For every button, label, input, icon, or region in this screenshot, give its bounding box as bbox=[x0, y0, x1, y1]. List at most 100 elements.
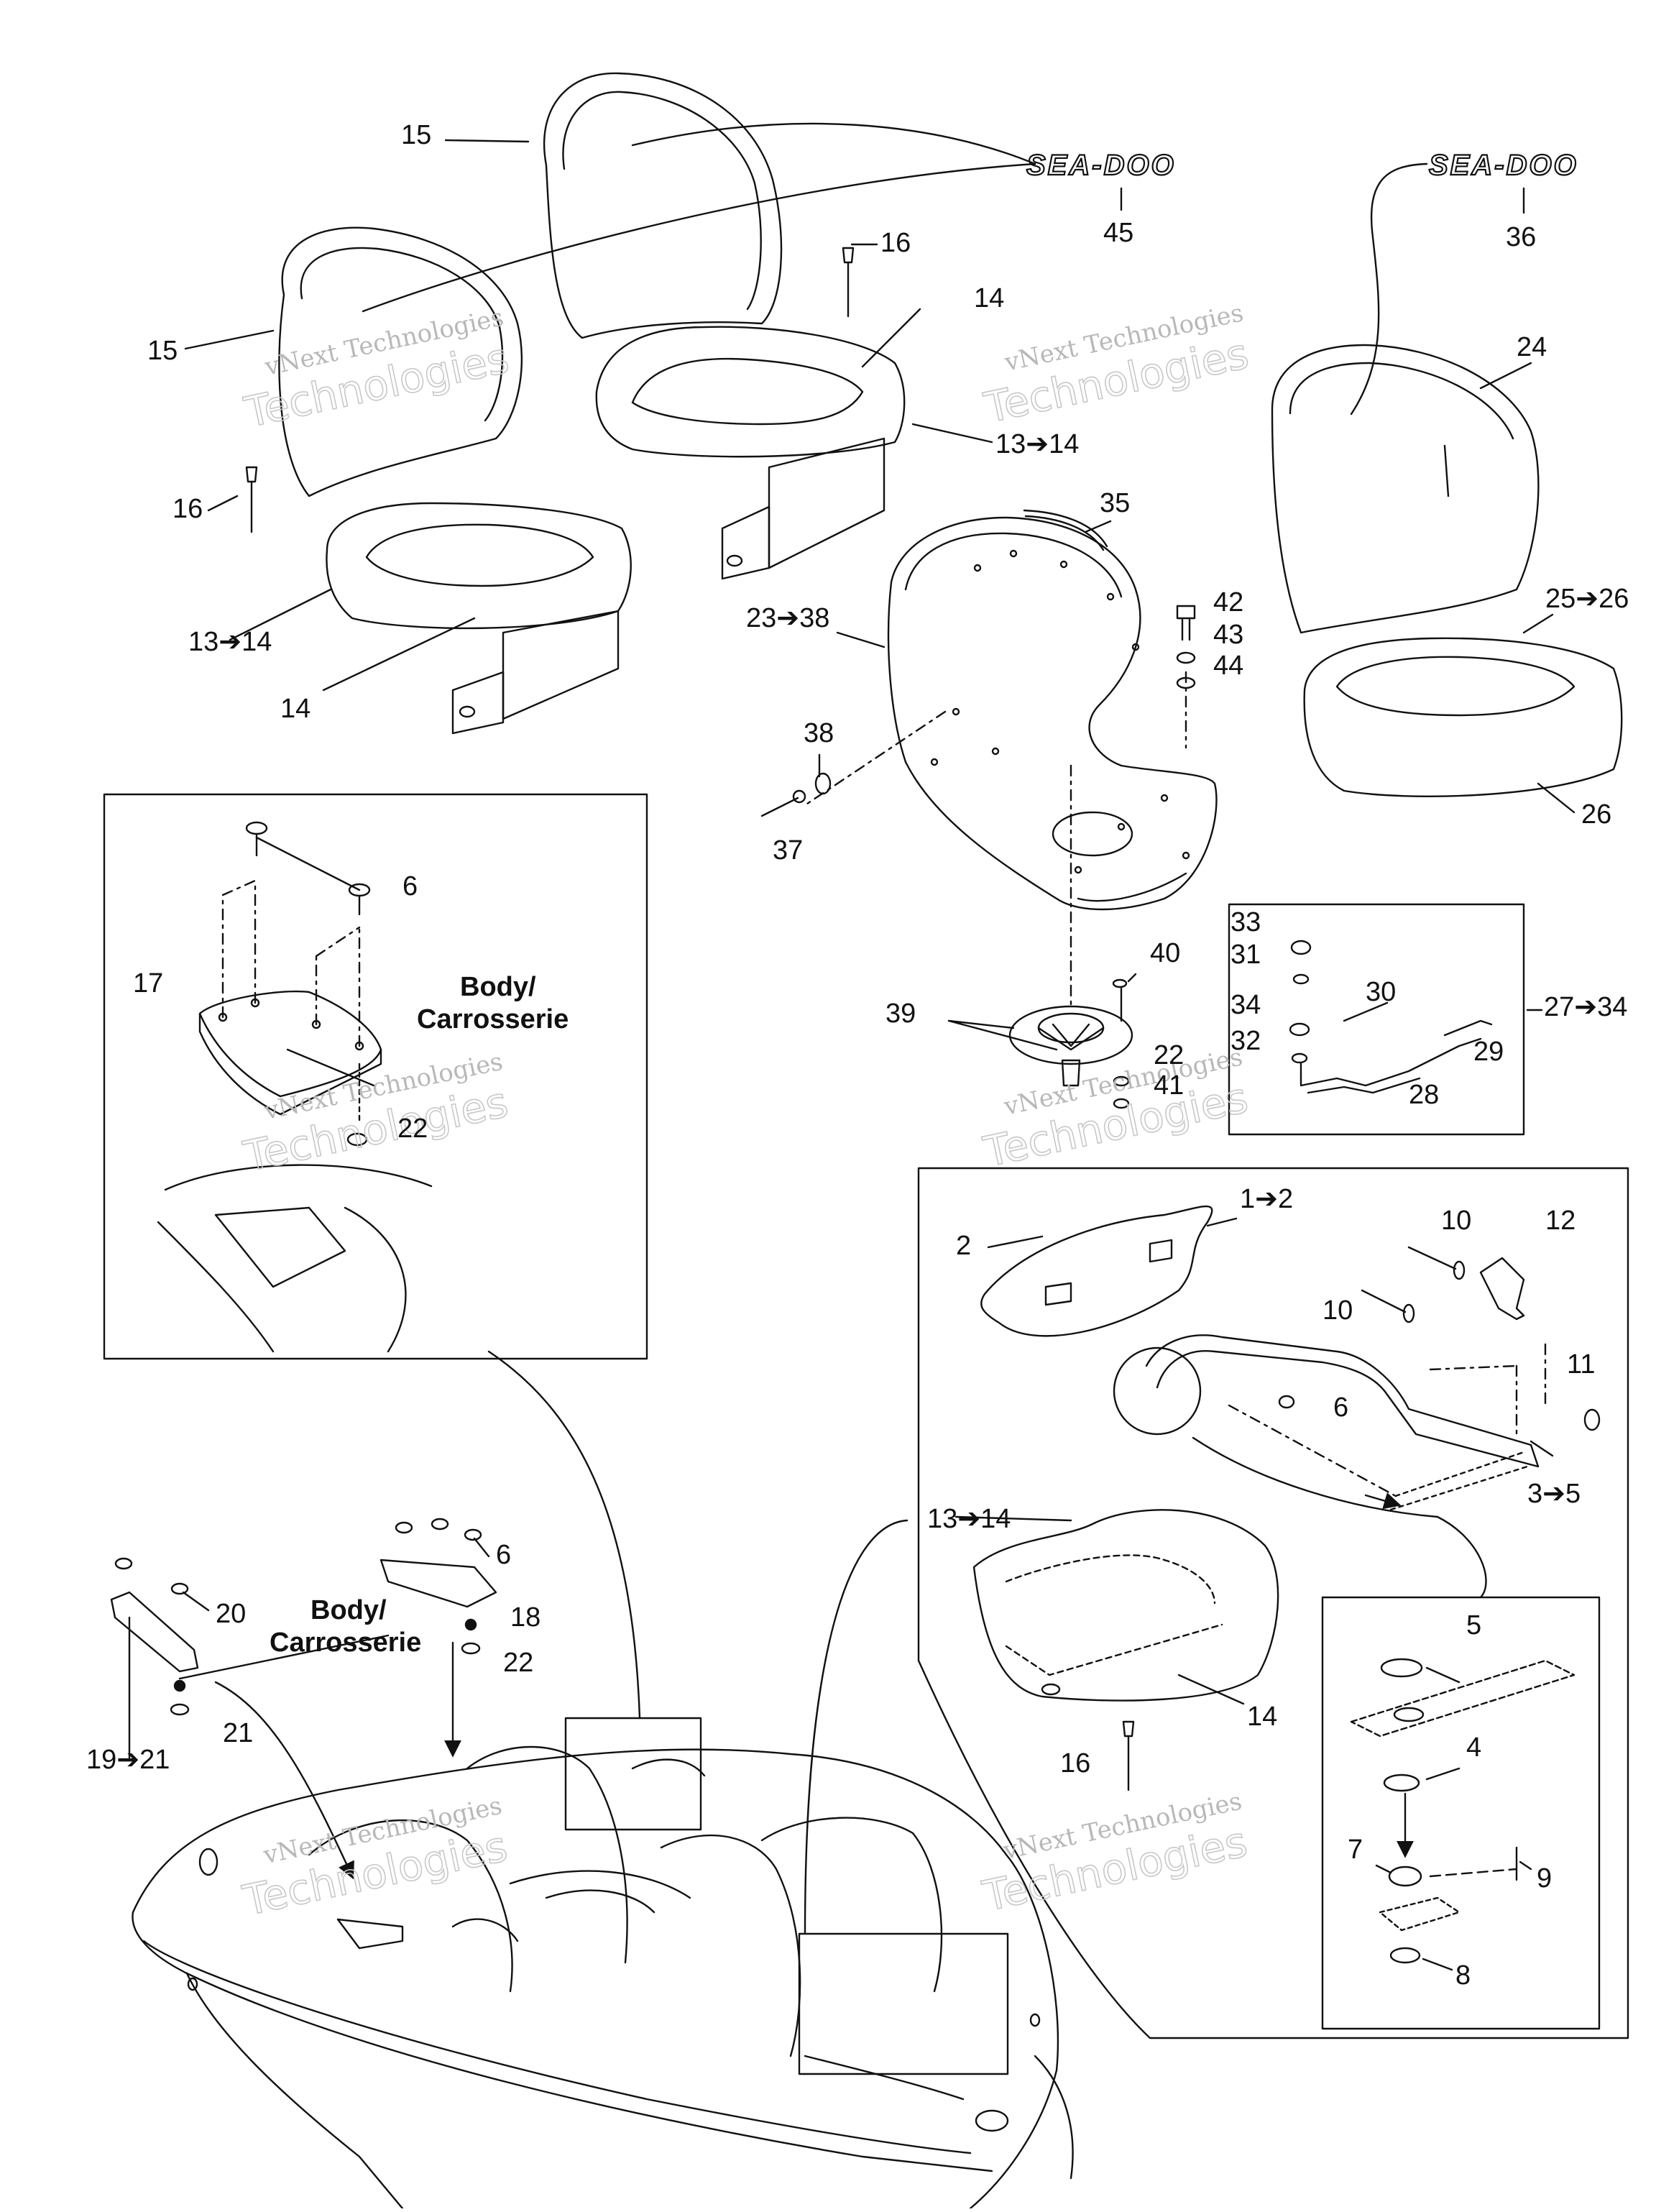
callout-16b: 16 bbox=[172, 494, 203, 524]
swivel-base-39 bbox=[1008, 1005, 1133, 1087]
inset-box-4-9 bbox=[1321, 1596, 1601, 2030]
seadoo-logo-45: SEA-DOO bbox=[1026, 149, 1176, 182]
screw-6-top bbox=[245, 821, 268, 835]
rivet-10-a bbox=[1407, 1246, 1466, 1280]
washer-22-base bbox=[1113, 1075, 1130, 1087]
detail-line-right bbox=[804, 1519, 908, 1935]
washer-43 bbox=[1176, 651, 1196, 664]
leader-body-hull bbox=[178, 1634, 390, 1680]
callout-44: 44 bbox=[1213, 651, 1243, 681]
callout-12: 12 bbox=[1545, 1206, 1576, 1236]
latch-12 bbox=[1479, 1257, 1525, 1321]
nut-19 bbox=[173, 1679, 186, 1692]
callout-22a: 22 bbox=[397, 1114, 428, 1144]
axes-bracket-17 bbox=[221, 879, 361, 1047]
leader-23-38 bbox=[836, 631, 886, 648]
callout-2: 2 bbox=[956, 1231, 971, 1261]
svg-text:SEA-DOO: SEA-DOO bbox=[1026, 150, 1176, 181]
callout-18: 18 bbox=[510, 1602, 540, 1633]
leader-2 bbox=[987, 1235, 1044, 1249]
detail-line-17 bbox=[487, 1350, 641, 1720]
arrow-head-handle bbox=[1364, 1492, 1402, 1510]
callout-24: 24 bbox=[1517, 332, 1547, 362]
callout-6c: 6 bbox=[496, 1540, 511, 1570]
body-label-hull-line2: Carrosserie bbox=[270, 1628, 421, 1658]
seat-shell-23-38 bbox=[887, 516, 1218, 911]
watermark-5: vNext Technologies Technologies bbox=[238, 1791, 512, 1926]
axes-bracket-17b bbox=[221, 879, 361, 958]
callout-45: 45 bbox=[1103, 218, 1133, 248]
callout-14a: 14 bbox=[974, 283, 1004, 313]
callout-31: 31 bbox=[1230, 940, 1261, 970]
axis-7-9 bbox=[1429, 1868, 1518, 1878]
callout-43: 43 bbox=[1213, 620, 1243, 650]
seat-cushion-14-right bbox=[972, 1509, 1279, 1702]
callout-15a: 15 bbox=[401, 120, 431, 150]
strip-35 bbox=[1023, 509, 1108, 548]
washer-22-inset bbox=[346, 1132, 368, 1147]
callout-38: 38 bbox=[804, 718, 834, 748]
callout-30: 30 bbox=[1366, 977, 1396, 1007]
inset-box-27-34 bbox=[1228, 903, 1525, 1136]
callout-41: 41 bbox=[1154, 1070, 1184, 1101]
leader-1-2 bbox=[1206, 1217, 1238, 1227]
callout-15b: 15 bbox=[147, 336, 178, 366]
arrow-19-body bbox=[214, 1681, 354, 1880]
leader-4 bbox=[1425, 1767, 1460, 1781]
callout-6b: 6 bbox=[1333, 1392, 1348, 1423]
callout-13-14b: 13➔14 bbox=[188, 627, 272, 657]
washer-21 bbox=[170, 1703, 190, 1716]
body-contour-inset bbox=[164, 1164, 433, 1191]
axes-handle bbox=[1429, 1343, 1547, 1439]
screw-40-head bbox=[1112, 978, 1128, 988]
latch-recess-lines bbox=[1386, 1451, 1529, 1511]
detail-box-upper bbox=[564, 1717, 702, 1831]
bracket-17 bbox=[198, 990, 382, 1116]
logo-36-leaders bbox=[1350, 162, 1525, 416]
callout-28: 28 bbox=[1409, 1080, 1439, 1110]
bolt-42 bbox=[1176, 605, 1196, 641]
rivet-16-right bbox=[1122, 1720, 1135, 1791]
leader-16b bbox=[207, 495, 239, 512]
callout-16c: 16 bbox=[1060, 1748, 1090, 1779]
rivet-16-top bbox=[842, 247, 855, 318]
leader-14b bbox=[322, 617, 476, 692]
screw-6-handle bbox=[1278, 1395, 1295, 1409]
leader-13-14b bbox=[229, 588, 332, 641]
arrow-handle-axis bbox=[1228, 1404, 1396, 1497]
callout-13-14c: 13➔14 bbox=[927, 1504, 1011, 1534]
callout-14c: 14 bbox=[1247, 1702, 1277, 1732]
leader-14a bbox=[861, 308, 921, 368]
seat-cushion-14-front bbox=[326, 502, 632, 735]
seadoo-logo-36: SEA-DOO bbox=[1428, 149, 1577, 182]
callout-26: 26 bbox=[1581, 799, 1611, 830]
callout-32: 32 bbox=[1230, 1026, 1261, 1056]
callout-29: 29 bbox=[1473, 1037, 1504, 1067]
callout-37: 37 bbox=[773, 835, 803, 866]
leader-24 bbox=[1479, 362, 1532, 390]
callout-10a: 10 bbox=[1441, 1206, 1471, 1236]
callout-13-14a: 13➔14 bbox=[995, 429, 1079, 459]
backrest-24 bbox=[1271, 344, 1540, 634]
leader-14c bbox=[1177, 1674, 1245, 1705]
body-contour-inset-c bbox=[344, 1206, 407, 1353]
callout-6a: 6 bbox=[402, 871, 418, 901]
seat-cushion-14-top bbox=[595, 326, 906, 580]
callout-36: 36 bbox=[1506, 222, 1536, 252]
leader-6-inset bbox=[255, 836, 361, 891]
callout-27-34: 27➔34 bbox=[1544, 992, 1627, 1022]
callout-11: 11 bbox=[1567, 1349, 1595, 1380]
body-label-inset-line1: Body/ bbox=[460, 972, 536, 1002]
inset-box-right bbox=[917, 1167, 1629, 2039]
detail-line-handle bbox=[1192, 1436, 1487, 1599]
callout-14b: 14 bbox=[280, 694, 310, 724]
rivet-16-left bbox=[245, 466, 258, 533]
callout-labels: 15 15 16 16 14 13➔14 13➔14 14 45 36 24 2… bbox=[86, 120, 1629, 1991]
callout-39: 39 bbox=[886, 999, 916, 1029]
nut-18 bbox=[464, 1618, 477, 1631]
watermark-2: vNext Technologies Technologies bbox=[980, 298, 1254, 433]
callout-9: 9 bbox=[1537, 1863, 1552, 1894]
body-label-hull-line1: Body/ bbox=[310, 1595, 387, 1625]
